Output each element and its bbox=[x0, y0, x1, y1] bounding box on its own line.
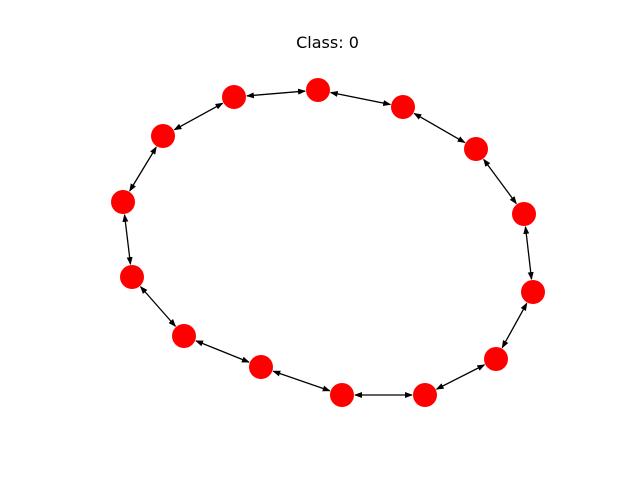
figure-title: Class: 0 bbox=[296, 33, 359, 52]
graph-edge bbox=[523, 225, 534, 281]
graph-edge bbox=[435, 364, 486, 390]
graph-edge bbox=[195, 340, 250, 363]
graph-node bbox=[111, 190, 135, 214]
graph-node bbox=[464, 137, 488, 161]
graph-edge bbox=[501, 302, 528, 349]
graph-edge bbox=[129, 146, 157, 192]
graph-node bbox=[484, 347, 508, 371]
graph-edge bbox=[413, 112, 466, 144]
graph-edge bbox=[245, 88, 307, 99]
graph-node bbox=[413, 383, 437, 407]
graph-node bbox=[249, 355, 273, 379]
graph-edge bbox=[329, 90, 392, 107]
graph-edge bbox=[139, 286, 177, 327]
graph-node bbox=[151, 124, 175, 148]
nodes-layer bbox=[111, 78, 545, 407]
graph-node bbox=[222, 85, 246, 109]
graph-node bbox=[521, 280, 545, 304]
graph-edge bbox=[272, 370, 331, 392]
graph-node bbox=[330, 383, 354, 407]
graph-edge bbox=[173, 102, 224, 131]
graph-node bbox=[512, 202, 536, 226]
graph-edge bbox=[483, 158, 517, 205]
graph-node bbox=[172, 324, 196, 348]
graph-node bbox=[391, 95, 415, 119]
graph-node bbox=[120, 265, 144, 289]
graph-edge bbox=[122, 213, 133, 266]
graph-node bbox=[306, 78, 330, 102]
edges-layer bbox=[122, 88, 534, 398]
